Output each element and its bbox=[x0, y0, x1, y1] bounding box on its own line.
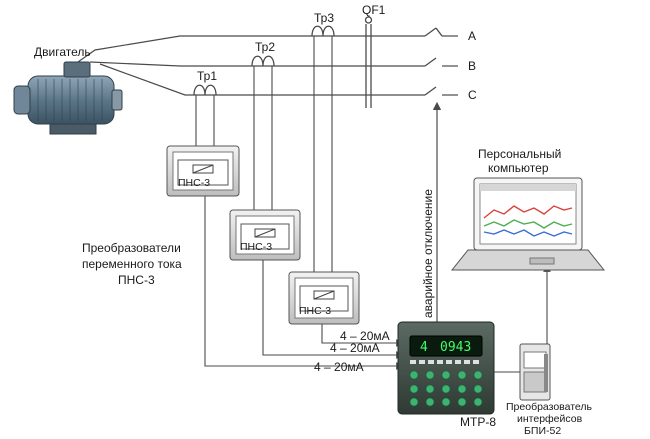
qf1-label: QF1 bbox=[362, 3, 386, 17]
phase-lines bbox=[77, 35, 458, 96]
tr3-label: Тр3 bbox=[314, 11, 334, 25]
converters-label-line2: переменного тока bbox=[82, 257, 182, 271]
pns-label-3: ПНС-3 bbox=[299, 305, 331, 317]
converters-label-line1: Преобразователи bbox=[82, 241, 181, 255]
ct-wires bbox=[195, 36, 333, 274]
laptop bbox=[450, 177, 606, 271]
pns-label-2: ПНС-3 bbox=[240, 241, 272, 253]
phase-c-label: C bbox=[468, 88, 477, 102]
motor bbox=[13, 61, 123, 135]
mtr-display-left: 4 bbox=[420, 340, 428, 355]
tr2-label: Тр2 bbox=[255, 40, 275, 54]
phase-b-label: B bbox=[468, 59, 476, 73]
current-transformers bbox=[193, 25, 335, 96]
converters-label-line3: ПНС-3 bbox=[118, 273, 155, 287]
motor-label: Двигатель bbox=[34, 45, 91, 59]
mtr-label: МТР-8 bbox=[460, 415, 496, 429]
bpi52-device bbox=[519, 343, 551, 401]
signal-wires bbox=[204, 195, 404, 370]
bpi-label-line2: интерфейсов bbox=[517, 413, 583, 425]
pc-label-line1: Персональный bbox=[478, 147, 561, 161]
tr1-label: Тр1 bbox=[197, 69, 217, 83]
mtr8-device: 4 0943 bbox=[397, 321, 495, 415]
pns-box-1: ПНС-3 bbox=[166, 145, 240, 197]
current-label-3: 4 – 20мА bbox=[340, 329, 390, 343]
pns-box-3: ПНС-3 bbox=[288, 271, 360, 325]
pns-label-1: ПНС-3 bbox=[178, 177, 210, 189]
phase-a-label: A bbox=[468, 29, 476, 43]
bpi-label-line3: БПИ-52 bbox=[524, 425, 561, 437]
mtr-display-value: 0943 bbox=[440, 340, 471, 355]
current-label-2: 4 – 20мА bbox=[330, 341, 380, 355]
bpi-label-line1: Преобразователь bbox=[506, 401, 593, 413]
emergency-label: аварийное отключение bbox=[421, 189, 435, 318]
pc-label-line2: компьютер bbox=[488, 161, 549, 175]
breaker-qf1 bbox=[364, 16, 443, 108]
current-label-1: 4 – 20мА bbox=[314, 360, 364, 374]
pns-box-2: ПНС-3 bbox=[229, 209, 301, 261]
